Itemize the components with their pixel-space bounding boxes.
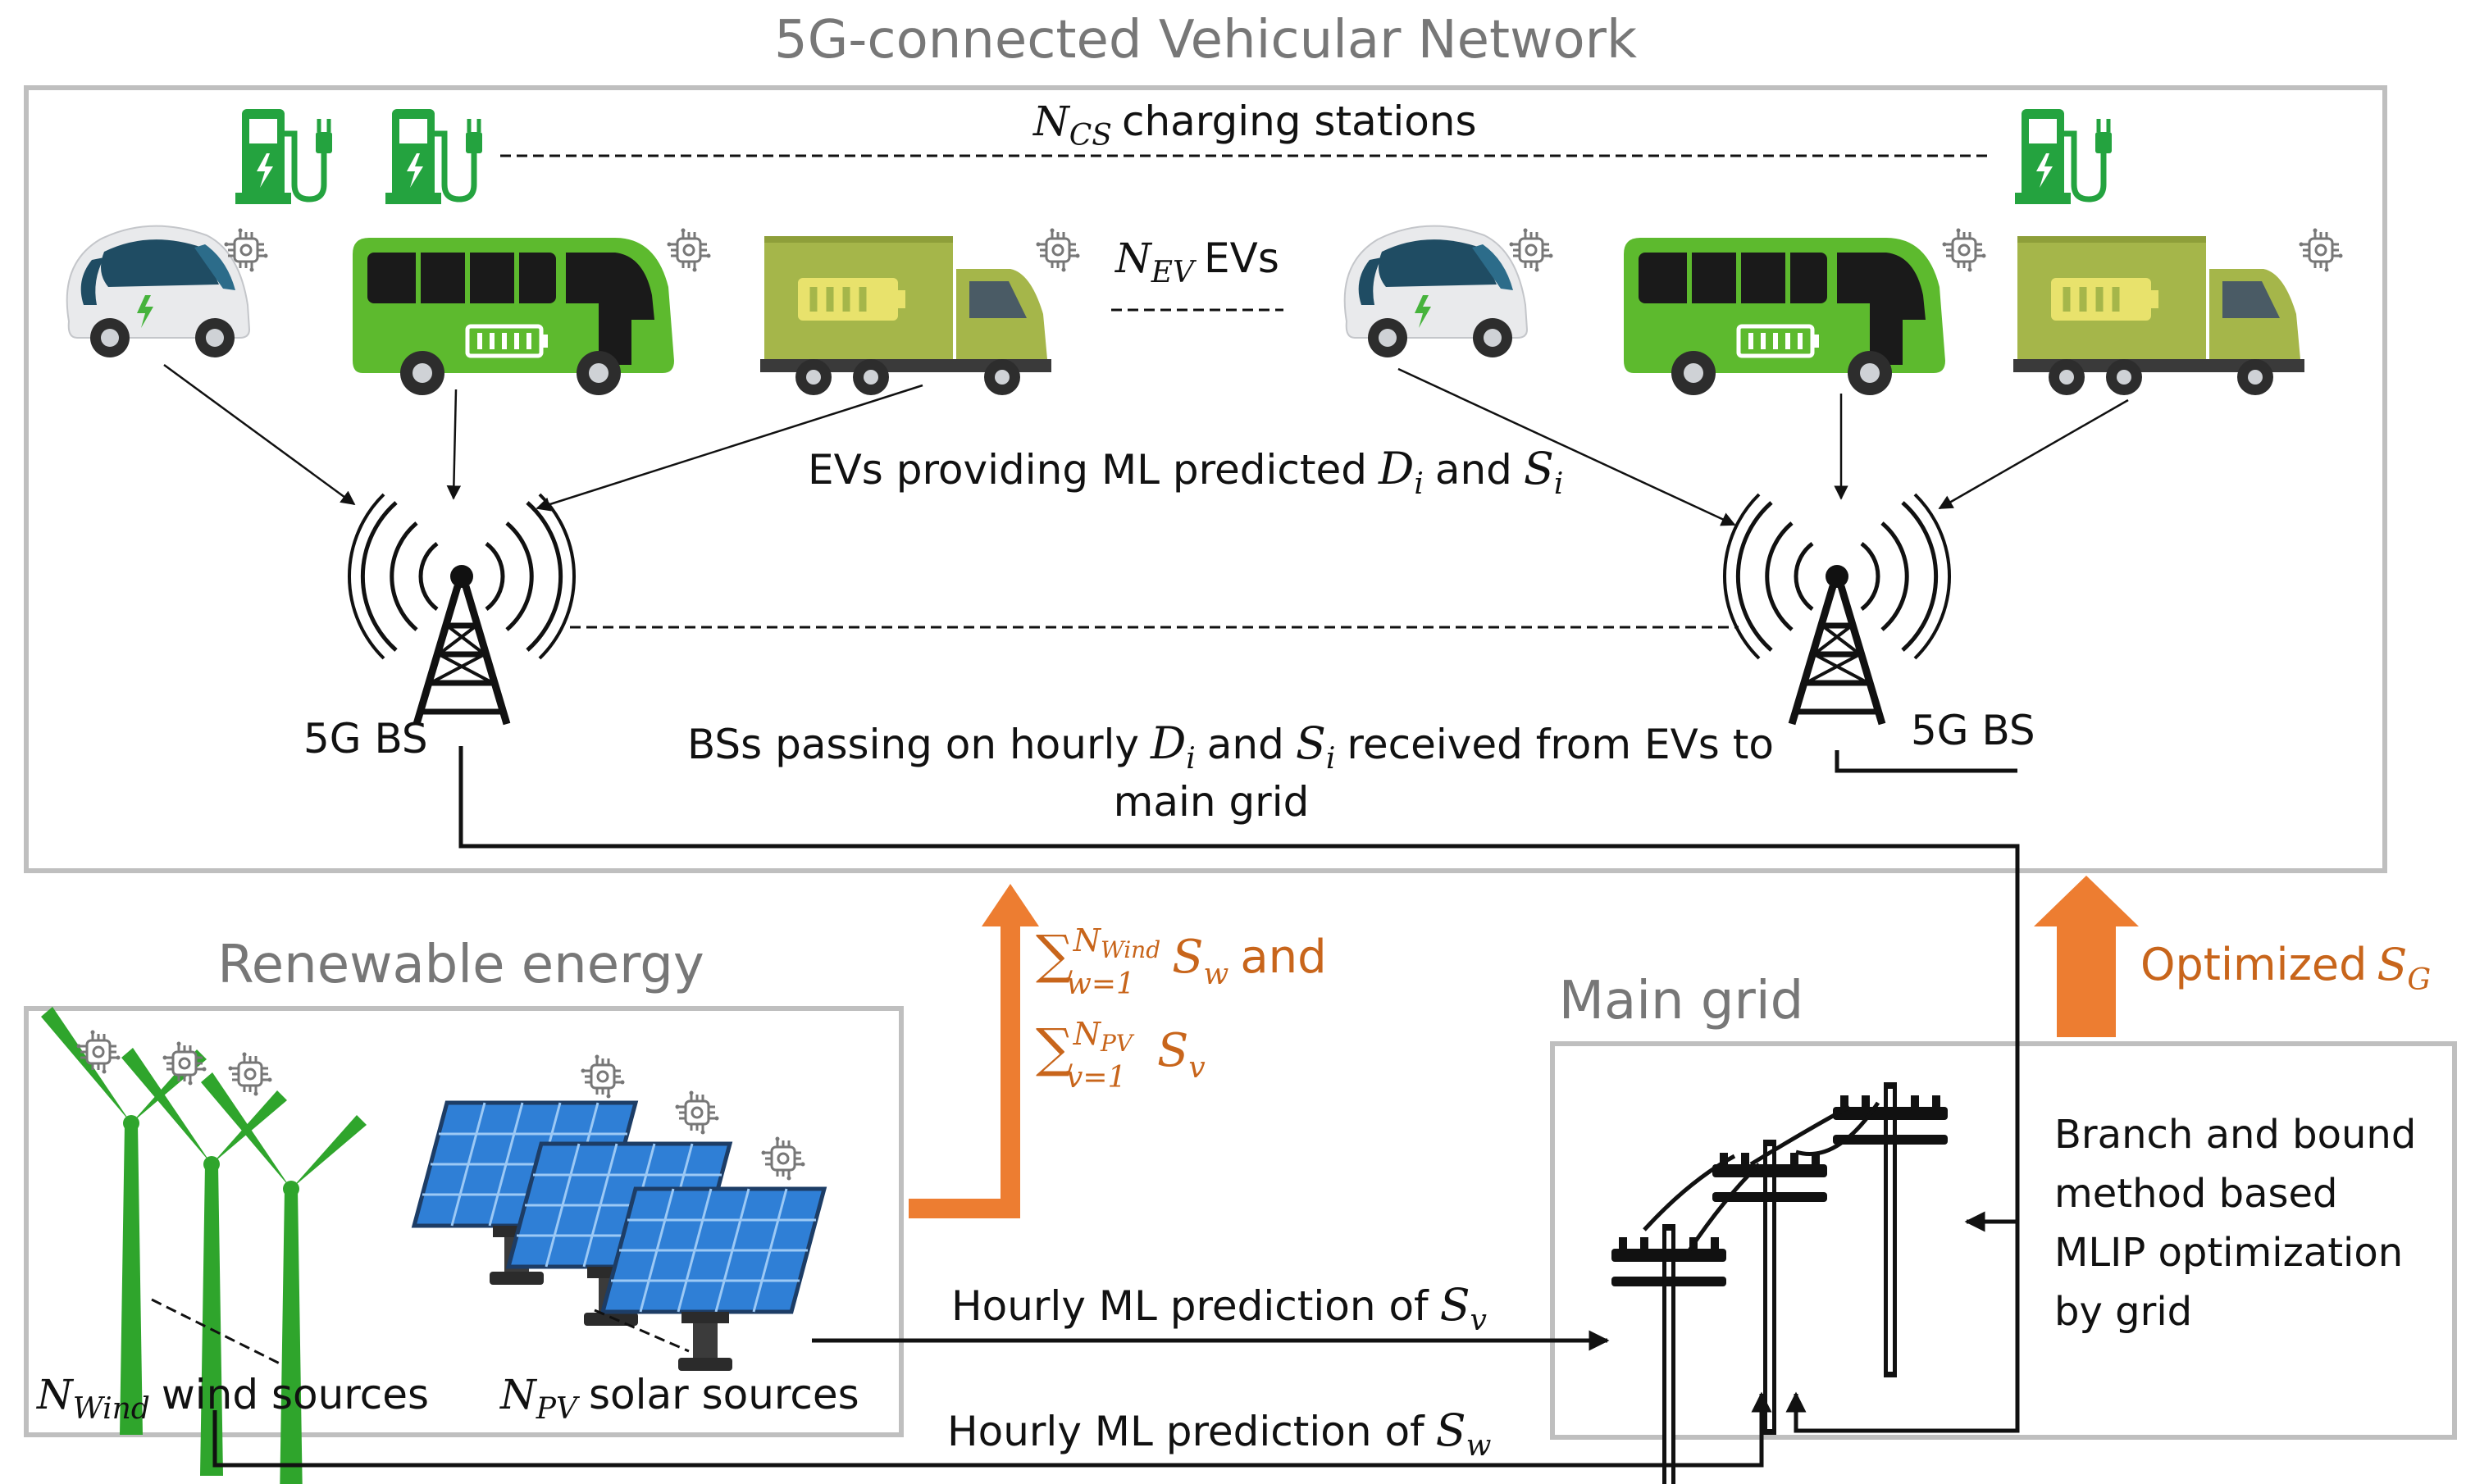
ai-chip-icon — [2298, 227, 2344, 273]
ai-chip-icon — [666, 227, 712, 273]
ai-chip-icon — [674, 1090, 720, 1136]
truck-to-bs-arrow — [536, 384, 923, 512]
method-line-2: method based — [2054, 1171, 2338, 1217]
car-to-bs-arrow — [163, 363, 356, 506]
method-line-3: MLIP optimization — [2054, 1230, 2403, 1276]
bs-left-label: 5G BS — [303, 715, 428, 762]
electric-bus-icon — [1624, 238, 1945, 395]
charging-station-icon — [235, 109, 332, 204]
charging-station-icon — [385, 109, 482, 204]
wind-prediction-arrow — [212, 1391, 1772, 1468]
5g-tower-icon — [349, 494, 574, 724]
power-pole-icon — [1611, 1224, 1726, 1484]
method-line-1: Branch and bound — [2054, 1112, 2416, 1158]
wind-dashed-line — [151, 1298, 284, 1367]
renewable-energy-box — [24, 1006, 904, 1437]
ai-chip-icon — [760, 1136, 806, 1181]
main-grid-box — [1550, 1041, 2457, 1440]
car-to-bs-arrow — [1397, 367, 1736, 526]
electric-car-icon — [66, 225, 250, 358]
bs-right-label: 5G BS — [1911, 707, 2035, 754]
solar-dashed-line — [594, 1309, 690, 1353]
ai-chip-icon — [227, 1051, 273, 1097]
ai-chip-icon — [162, 1040, 207, 1086]
ai-chip-icon — [1508, 227, 1554, 273]
electric-truck-icon — [760, 236, 1051, 395]
vehicular-network-box — [24, 85, 2387, 873]
power-pole-icon — [1712, 1140, 1827, 1435]
truck-to-bs-arrow — [1938, 398, 2129, 510]
electric-truck-icon — [2013, 236, 2304, 395]
bus-to-bs-arrow — [446, 389, 462, 500]
power-pole-icon — [1833, 1082, 1948, 1377]
power-lines — [1643, 1101, 1880, 1252]
charging-station-icon — [2015, 109, 2112, 204]
method-line-4: by grid — [2054, 1289, 2192, 1335]
electric-car-icon — [1343, 225, 1528, 358]
5g-tower-icon — [1725, 494, 1949, 724]
electric-bus-icon — [353, 238, 674, 395]
optimized-arrow — [2034, 876, 2139, 1037]
renewable-to-network-arrow — [909, 884, 1039, 1218]
renewable-sum-wind-lower: w=1 — [1066, 967, 1135, 1001]
renewable-title: Renewable energy — [217, 935, 704, 995]
ai-chip-icon — [1035, 227, 1081, 273]
ai-chip-icon — [1941, 227, 1987, 273]
solar-panel-icon — [603, 1189, 824, 1371]
network-title: 5G-connected Vehicular Network — [774, 10, 1637, 71]
bs-left-to-grid-wire — [458, 746, 2020, 1433]
bs-passing-label-line2: main grid — [1114, 778, 1310, 826]
main-grid-title: Main grid — [1559, 971, 1803, 1031]
wind-turbine-icon — [201, 1072, 367, 1484]
bs-right-to-grid-wire — [1835, 750, 2017, 773]
renewable-sum-pv-lower: v=1 — [1066, 1061, 1126, 1095]
ai-chip-icon — [75, 1029, 121, 1075]
ai-chip-icon — [580, 1054, 626, 1099]
